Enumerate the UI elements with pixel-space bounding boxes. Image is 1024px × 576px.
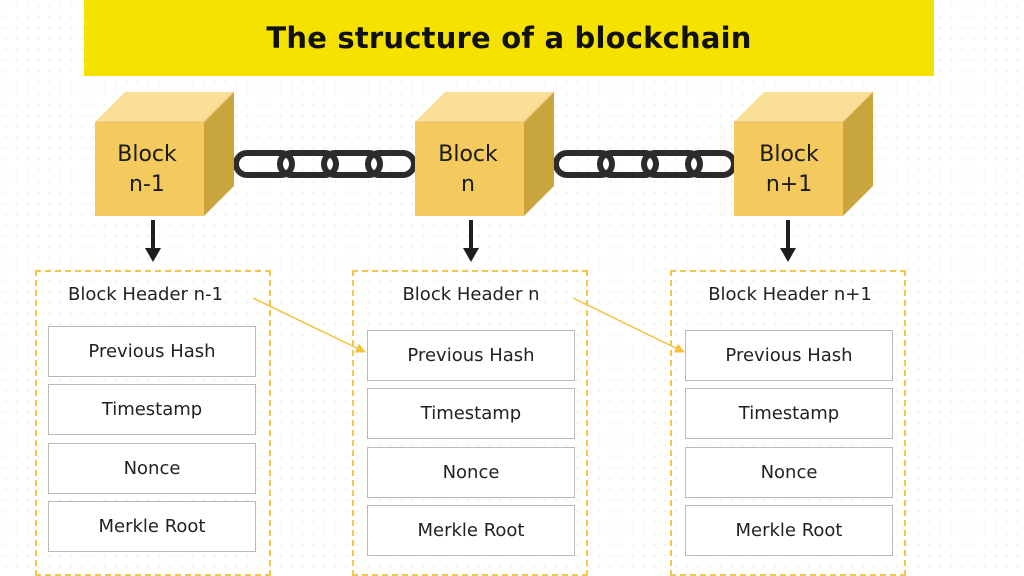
- field-previous-hash: Previous Hash: [685, 330, 893, 381]
- chain-link-icon: [233, 150, 417, 178]
- field-merkle-root: Merkle Root: [48, 501, 256, 552]
- chain-link-icon: [553, 150, 737, 178]
- block-label-word: Block: [117, 142, 177, 167]
- field-previous-hash: Previous Hash: [48, 326, 256, 377]
- hash-pointer-arrow: [252, 297, 366, 353]
- block-header-title: Block Header n-1: [68, 284, 224, 305]
- field-timestamp: Timestamp: [367, 388, 575, 439]
- hash-pointer-arrow: [572, 297, 685, 353]
- field-merkle-root: Merkle Root: [685, 505, 893, 556]
- block-header-box: [352, 270, 588, 576]
- block-cube: [734, 91, 874, 216]
- block-label-index: n+1: [765, 172, 813, 197]
- block-cube: [95, 91, 235, 216]
- title-banner: The structure of a blockchain: [84, 0, 934, 76]
- block-label-index: n: [461, 172, 475, 197]
- field-previous-hash: Previous Hash: [367, 330, 575, 381]
- page-title: The structure of a blockchain: [266, 21, 752, 55]
- block-label: Block n+1: [734, 140, 844, 200]
- block-label-word: Block: [438, 142, 498, 167]
- down-arrow-icon: [145, 220, 161, 262]
- block-label-word: Block: [759, 142, 819, 167]
- field-merkle-root: Merkle Root: [367, 505, 575, 556]
- down-arrow-icon: [463, 220, 479, 262]
- field-nonce: Nonce: [48, 443, 256, 494]
- field-timestamp: Timestamp: [48, 384, 256, 435]
- block-cube: [415, 91, 555, 216]
- block-label: Block n-1: [92, 140, 202, 200]
- field-nonce: Nonce: [685, 447, 893, 498]
- block-header-title: Block Header n: [402, 284, 540, 305]
- down-arrow-icon: [780, 220, 796, 262]
- block-header-box: [670, 270, 906, 576]
- block-header-title: Block Header n+1: [708, 284, 872, 305]
- field-nonce: Nonce: [367, 447, 575, 498]
- block-header-box: [35, 270, 271, 576]
- block-label: Block n: [413, 140, 523, 200]
- field-timestamp: Timestamp: [685, 388, 893, 439]
- block-label-index: n-1: [129, 172, 165, 197]
